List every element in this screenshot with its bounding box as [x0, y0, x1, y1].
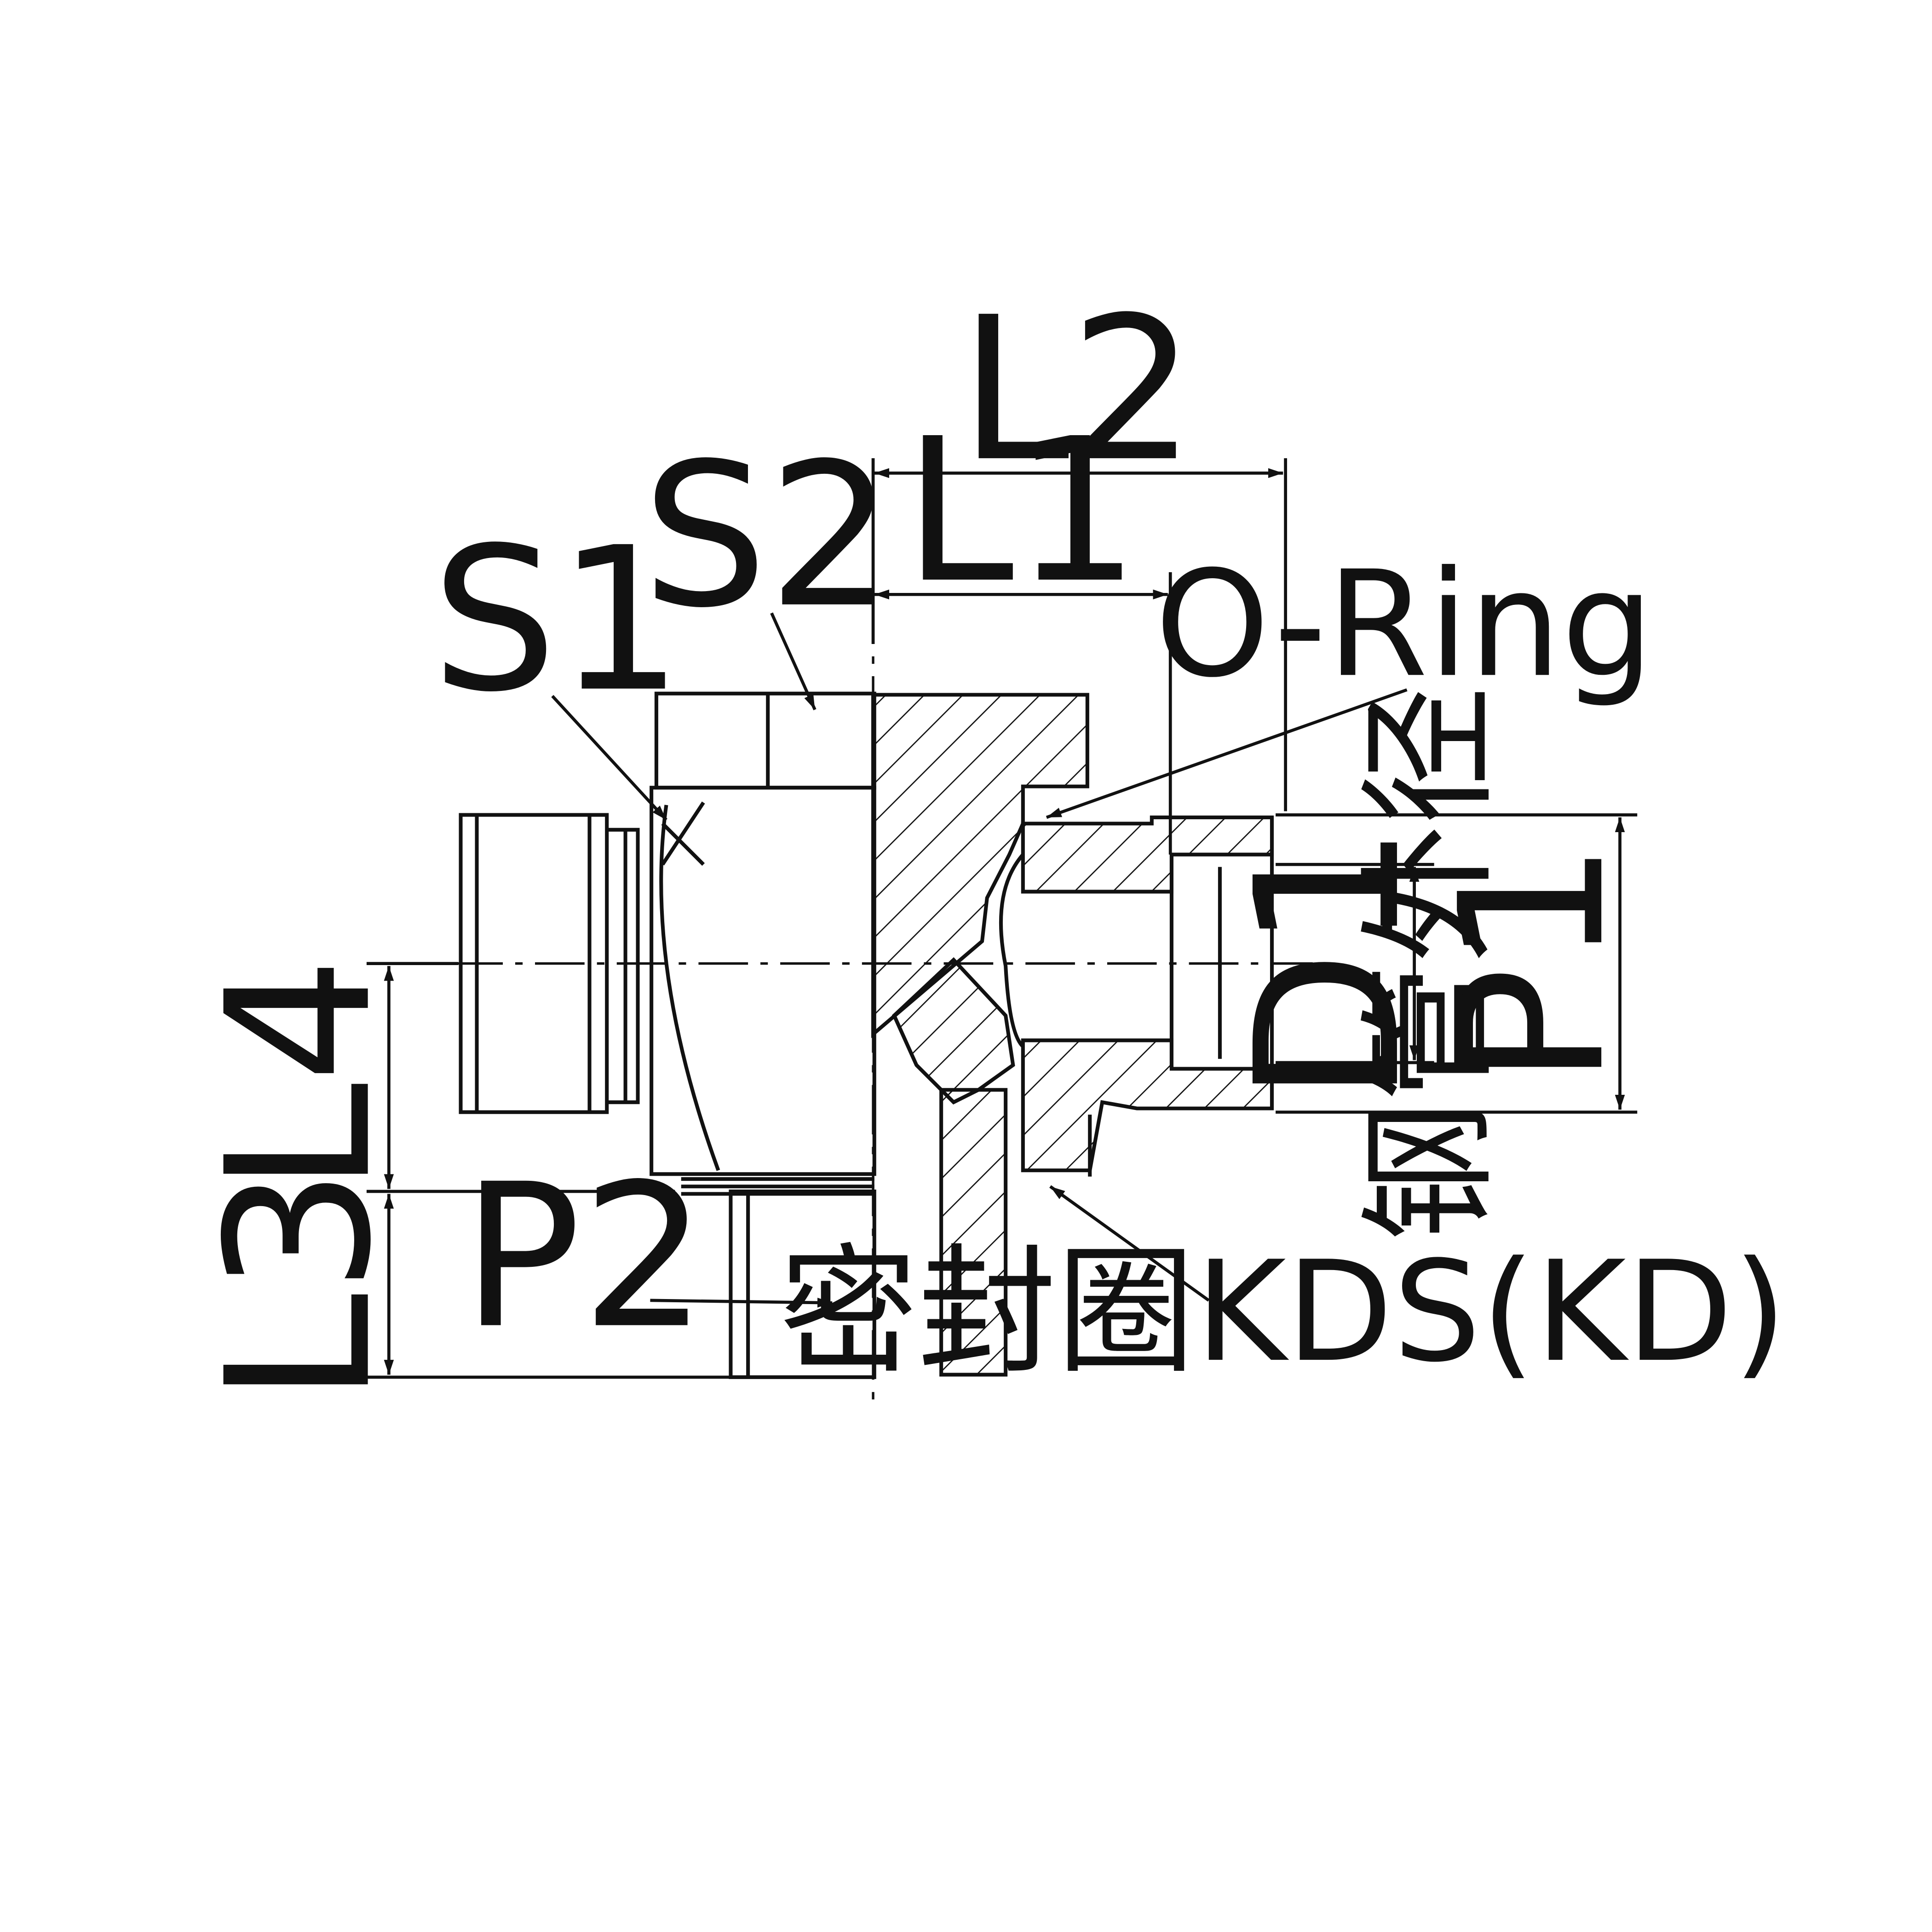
label-l3: L3 [184, 1167, 415, 1404]
label-l2: L2 [959, 274, 1196, 505]
stem-section-hatch [939, 1088, 1008, 1377]
label-seal: 密封圈KDS(KD) [779, 1231, 1787, 1393]
branch-section-hatch [891, 957, 1015, 1105]
dimension-lines [366, 458, 1638, 1379]
hex-s2 [654, 691, 876, 790]
label-p2: P2 [462, 1141, 707, 1372]
label-s2: S2 [642, 420, 894, 651]
leader-lines [551, 612, 1408, 1308]
label-d1: D1 [1213, 824, 1444, 1103]
label-p1: P1 [1417, 841, 1648, 1087]
label-tube-od: 钢管外径 [1349, 686, 1511, 1241]
label-l1: L1 [903, 396, 1140, 627]
label-l4: L4 [184, 957, 415, 1193]
label-o-ring: O-Ring [1155, 539, 1654, 709]
label-s1: S1 [431, 505, 683, 736]
center-lines [371, 594, 1313, 1406]
hatched-sections [871, 693, 1274, 1377]
labels: L2 L1 S2 S1 O-Ring L4 L3 P2 D1 钢管外径 P1 密… [184, 274, 1787, 1403]
